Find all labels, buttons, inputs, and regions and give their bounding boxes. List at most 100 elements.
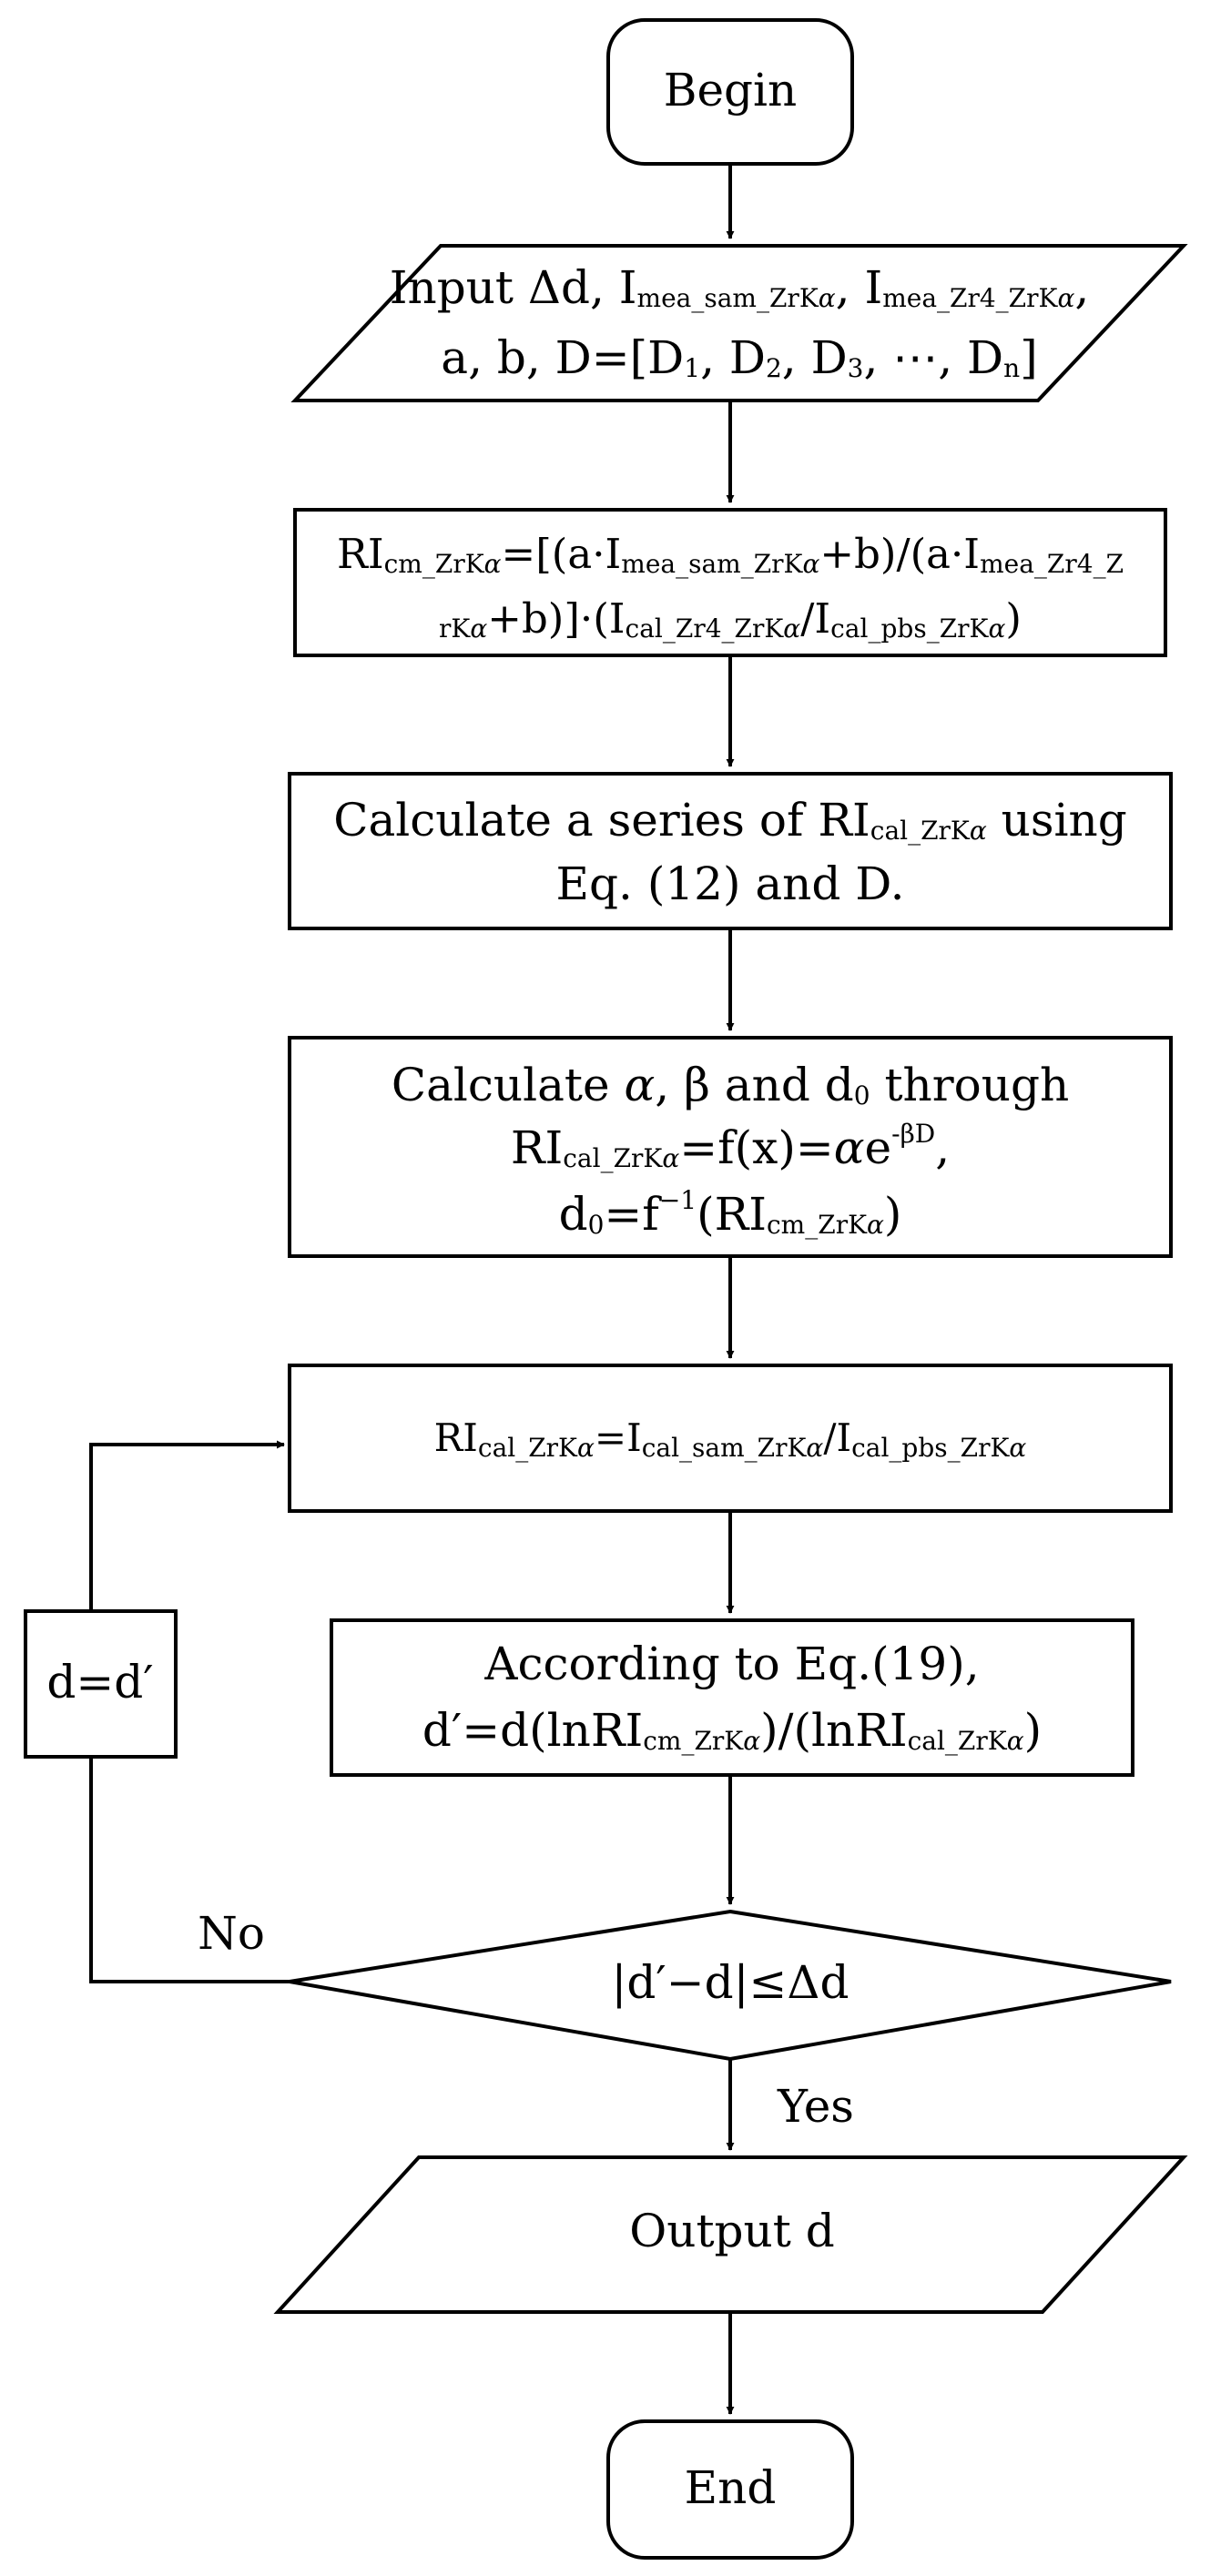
text-segment: , ⋯, D <box>863 331 1003 384</box>
text-segment: =[(a·I <box>502 530 622 578</box>
text-segment: ) <box>1024 1704 1043 1757</box>
text-segment: cal_pbs_ZrK <box>851 1433 1010 1463</box>
text-segment: rK <box>439 614 471 644</box>
input-node <box>290 244 1188 402</box>
text-segment: =f(x)= <box>679 1121 834 1174</box>
text-segment: d <box>559 1188 588 1241</box>
decision-node <box>289 1909 1172 2062</box>
series-node <box>288 772 1173 930</box>
text-segment: mea_Zr4_ZrK <box>882 283 1058 313</box>
text-segment: a, b, D=[D <box>441 331 684 384</box>
text-segment: -βD <box>891 1119 935 1149</box>
text-segment: =f <box>604 1188 662 1241</box>
text-segment: α <box>1009 1433 1026 1463</box>
text-segment: −1 <box>659 1185 697 1215</box>
yes-label: Yes <box>777 2080 854 2133</box>
text-segment: cal_ZrK <box>563 1143 663 1173</box>
text-segment: cal_pbs_ZrK <box>830 614 989 644</box>
text-segment: α <box>743 1726 760 1756</box>
text-segment: Calculate <box>392 1059 625 1111</box>
edge-assign-rical <box>89 1440 285 1611</box>
assign-node <box>24 1609 178 1759</box>
text-segment: ) <box>1005 594 1022 643</box>
series-line-1: Calculate a series of RIcal_ZrKα using <box>333 794 1127 847</box>
text-segment: According to Eq.(19), <box>483 1638 979 1690</box>
text-segment: cm_ZrK <box>384 549 485 579</box>
ri-cm-line-1: RIcm_ZrKα=[(a·Imea_sam_ZrKα+b)/(a·Imea_Z… <box>337 530 1124 579</box>
fit-line-3: d0=f−1(RIcm_ZrKα) <box>559 1185 902 1242</box>
ri-cal-node <box>288 1364 1173 1513</box>
series-line-2: Eq. (12) and D. <box>556 857 905 910</box>
text-segment: 3 <box>848 353 864 383</box>
text-segment: RI <box>511 1121 563 1174</box>
text-segment: , D <box>782 331 848 384</box>
text-segment: d′=d(lnRI <box>422 1704 643 1757</box>
text-segment: cal_Zr4_ZrK <box>626 614 785 644</box>
end-label: End <box>685 2461 777 2514</box>
text-segment: mea_sam_ZrK <box>637 283 819 313</box>
text-segment: cal_ZrK <box>870 816 971 846</box>
text-segment: /I <box>823 1415 851 1460</box>
text-segment: 2 <box>766 353 782 383</box>
text-segment: through <box>870 1059 1070 1111</box>
text-segment: Calculate a series of RI <box>333 794 870 847</box>
ri-cal-line-1: RIcal_ZrKα=Ical_sam_ZrKα/Ical_pbs_ZrKα <box>434 1415 1027 1463</box>
text-segment: α <box>1057 283 1074 313</box>
no-label: No <box>198 1907 265 1960</box>
input-line-2: a, b, D=[D1, D2, D3, ⋯, Dn] <box>441 331 1037 384</box>
output-label: Output d <box>629 2205 835 2257</box>
update-line-1: According to Eq.(19), <box>483 1638 979 1690</box>
text-segment: n <box>1003 353 1020 383</box>
input-line-1: Input Δd, Imea_sam_ZrKα, Imea_Zr4_ZrKα, <box>390 261 1090 314</box>
begin-node <box>606 18 854 166</box>
fit-line-2: RIcal_ZrKα=f(x)=αe-βD, <box>511 1119 950 1175</box>
text-segment: 1 <box>684 353 700 383</box>
output-node <box>273 2155 1188 2314</box>
edge-decision-assign <box>89 1757 290 1983</box>
text-segment: cal_sam_ZrK <box>642 1433 808 1463</box>
assign-label: d=d′ <box>46 1656 153 1709</box>
text-segment: cm_ZrK <box>643 1726 744 1756</box>
text-segment: α <box>834 1121 865 1174</box>
fit-node <box>288 1036 1173 1258</box>
text-segment: cal_ZrK <box>908 1726 1008 1756</box>
text-segment: cal_ZrK <box>478 1433 578 1463</box>
text-segment: , β and d <box>655 1059 854 1111</box>
text-segment: ) <box>884 1188 902 1241</box>
text-segment: α <box>988 614 1005 644</box>
fit-line-1: Calculate α, β and d0 through <box>392 1059 1069 1111</box>
text-segment: /I <box>800 594 830 643</box>
text-segment: α <box>783 614 800 644</box>
end-node <box>606 2419 854 2560</box>
text-segment: , D <box>700 331 766 384</box>
update-node <box>330 1618 1134 1777</box>
text-segment: cm_ZrK <box>767 1210 868 1240</box>
ri-cm-node <box>293 508 1167 657</box>
text-segment: Input Δd, I <box>390 261 637 314</box>
text-segment: mea_sam_ZrK <box>621 549 803 579</box>
text-segment: α <box>819 283 836 313</box>
update-line-2: d′=d(lnRIcm_ZrKα)/(lnRIcal_ZrKα) <box>422 1704 1042 1757</box>
ri-cm-line-2: rKα+b)]·(Ical_Zr4_ZrKα/Ical_pbs_ZrKα) <box>439 594 1022 644</box>
text-segment: using <box>987 794 1127 847</box>
text-segment: α <box>470 614 487 644</box>
text-segment: ] <box>1020 331 1038 384</box>
text-segment: RI <box>434 1415 478 1460</box>
text-segment: 0 <box>854 1080 870 1111</box>
text-segment: α <box>484 549 502 579</box>
text-segment: , <box>935 1121 950 1174</box>
text-segment: +b)]·(I <box>487 594 625 643</box>
text-segment: mea_Zr4_Z <box>980 549 1124 579</box>
text-segment: 0 <box>588 1210 605 1240</box>
decision-label: |d′−d|≤Δd <box>612 1956 849 2009</box>
begin-label: Begin <box>664 64 798 117</box>
text-segment: (RI <box>697 1188 767 1241</box>
text-segment: α <box>577 1433 595 1463</box>
text-segment: RI <box>337 530 384 578</box>
text-segment: =I <box>595 1415 642 1460</box>
text-segment: +b)/(a·I <box>819 530 980 578</box>
text-segment: α <box>1007 1726 1024 1756</box>
text-segment: α <box>662 1143 679 1173</box>
text-segment: )/(lnRI <box>760 1704 907 1757</box>
